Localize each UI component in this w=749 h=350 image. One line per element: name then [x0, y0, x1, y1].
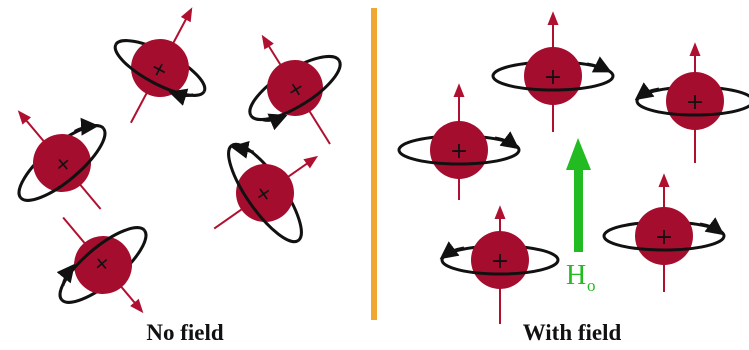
right-panel: + + + + — [399, 14, 749, 345]
svg-text:+: + — [655, 225, 673, 250]
caption-no-field: No field — [146, 320, 224, 345]
svg-text:+: + — [491, 249, 509, 274]
panel-divider — [371, 8, 377, 320]
left-panel: + + + + — [0, 0, 374, 346]
svg-text:+: + — [544, 65, 562, 90]
proton-right-3: + — [399, 86, 519, 200]
caption-with-field: With field — [523, 320, 622, 345]
magnetic-field-arrow — [566, 138, 591, 252]
field-subscript: o — [587, 276, 596, 295]
field-label: H — [566, 260, 586, 291]
proton-right-1: + — [493, 14, 613, 132]
svg-text:+: + — [450, 139, 468, 164]
proton-left-3: + — [0, 78, 142, 244]
proton-right-5: + — [442, 208, 558, 324]
svg-text:+: + — [686, 90, 704, 115]
proton-right-2: + — [637, 45, 749, 163]
proton-left-1: + — [87, 0, 235, 146]
proton-right-4: + — [604, 176, 724, 292]
